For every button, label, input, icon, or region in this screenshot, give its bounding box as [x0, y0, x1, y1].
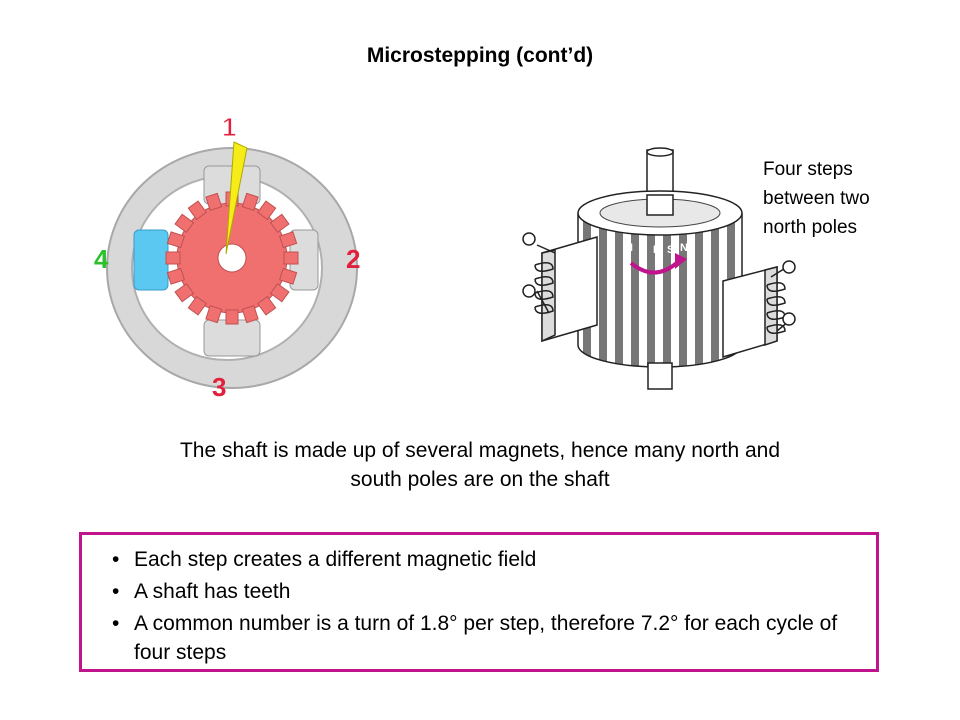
- bullet-list: Each step creates a different magnetic f…: [108, 545, 868, 670]
- pole-letter: S: [667, 244, 674, 256]
- shaft-caption: The shaft is made up of several magnets,…: [60, 436, 900, 494]
- stepper-motor-diagram: 1 2 3 4: [92, 108, 372, 408]
- bullet-item: A common number is a turn of 1.8° per st…: [108, 609, 868, 667]
- caption-line: The shaft is made up of several magnets,…: [179, 439, 780, 462]
- pole-label-3: 3: [212, 372, 226, 402]
- slide-title: Microstepping (cont’d): [366, 44, 594, 67]
- pole-letter: S: [639, 244, 646, 256]
- key-points-box: Each step creates a different magnetic f…: [79, 532, 879, 672]
- note-line: north poles: [763, 217, 858, 238]
- caption-line: south poles are on the shaft: [350, 468, 610, 491]
- pole-letter: N: [653, 244, 661, 256]
- pole-letter: N: [625, 242, 633, 254]
- pole-label-1: 1: [222, 112, 236, 142]
- note-line: between two: [763, 188, 870, 209]
- steps-note: Four steps between two north poles: [763, 155, 943, 242]
- bullet-item: A shaft has teeth: [108, 577, 868, 606]
- pole-letter: N: [680, 242, 688, 254]
- bullet-item: Each step creates a different magnetic f…: [108, 545, 868, 574]
- pole-label-2: 2: [346, 244, 360, 274]
- multipole-shaft-diagram: N S N S N: [515, 145, 805, 395]
- note-line: Four steps: [763, 159, 853, 180]
- pole-label-4: 4: [94, 244, 109, 274]
